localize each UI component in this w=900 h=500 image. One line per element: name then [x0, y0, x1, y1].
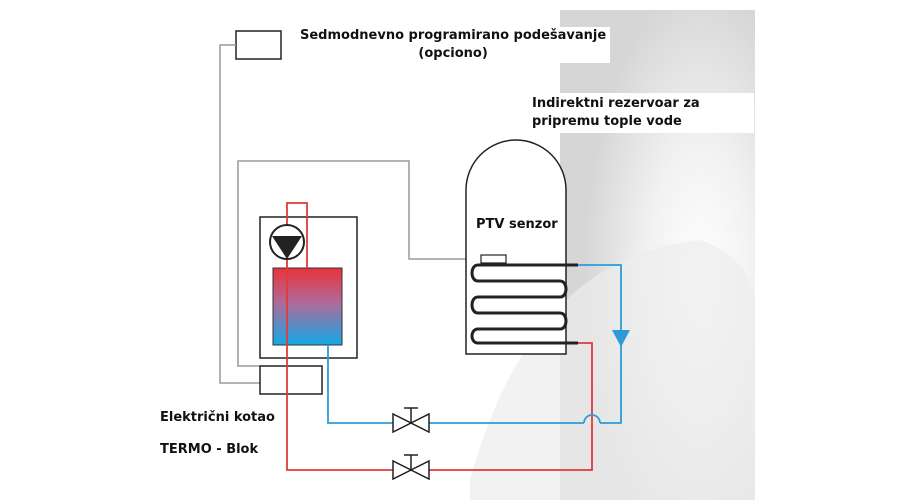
pipe-crossover-icon [583, 414, 601, 424]
programmer-label-line2: (opciono) [418, 46, 488, 61]
tank-label: Indirektni rezervoar za pripremu tople v… [528, 93, 754, 133]
boiler-control-box [259, 365, 323, 395]
programmer-label-line1: Sedmodnevno programirano podešavanje [300, 28, 607, 43]
boiler-label: Električni kotao [160, 410, 275, 425]
ptv-sensor [480, 254, 507, 264]
tank-label-line1: Indirektni rezervoar za [532, 96, 700, 111]
pump-icon [269, 224, 305, 260]
heat-exchanger-coil [470, 263, 578, 345]
programmer-box [235, 30, 282, 60]
flow-arrow-icon [612, 330, 630, 347]
sensor-label: PTV senzor [476, 217, 558, 232]
programmer-wire [219, 44, 260, 384]
hot-supply-pipe [286, 202, 393, 471]
hot-return-pipe [429, 342, 593, 471]
valve-icon [392, 407, 430, 434]
valve-icon [392, 454, 430, 481]
sensor-wire [237, 160, 481, 367]
background-cloud [470, 240, 755, 500]
programmer-label: Sedmodnevno programirano podešavanje (op… [296, 27, 611, 63]
water-tank [465, 139, 567, 355]
cold-pipe-boiler [327, 345, 393, 424]
brand-label: TERMO - Blok [160, 442, 259, 457]
heating-element [272, 267, 343, 346]
tank-label-line2: pripremu tople vode [532, 114, 682, 129]
